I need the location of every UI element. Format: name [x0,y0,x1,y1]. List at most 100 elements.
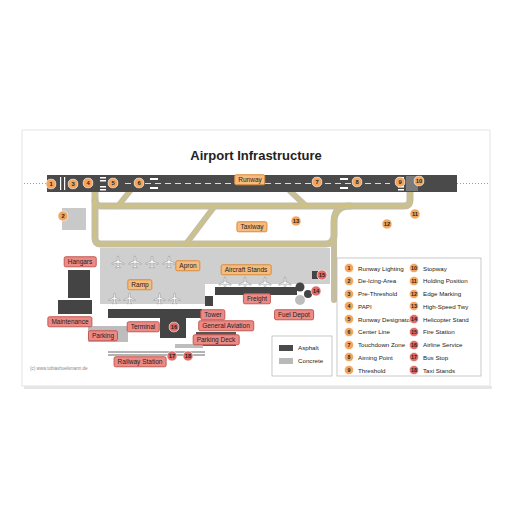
key-text: Holding Position [423,277,468,284]
area-label: Hangars [64,256,97,267]
legend-text: Concrete [298,357,323,364]
taxiway [95,191,350,244]
callout-circle [344,263,353,272]
area-label: Aircraft Stands [221,264,272,275]
callout-circle: 17 [167,351,178,362]
runway-markings [100,177,106,179]
runway-markings [340,187,348,189]
callout-circle: 18 [183,351,194,362]
callout-circle [409,314,418,323]
runway-markings [150,187,158,189]
area-label-text: Taxiway [240,223,263,230]
key-text: Edge Marking [423,290,461,297]
key-item: 18Taxi Stands [409,365,455,375]
callout-number-circle: 5 [344,314,354,324]
callout-number-circle: 4 [344,301,354,311]
runway [47,175,457,192]
legend-text: Asphalt [298,344,319,351]
callout-number-circle: 15 [409,327,419,337]
taxiway [118,191,334,300]
callout-circle [409,263,418,272]
callout-circle: 15 [317,270,328,281]
callout-number: 6 [344,327,354,337]
area-label-text: Ramp [131,281,148,288]
area-label: Railway Station [114,356,167,367]
callout-circle [409,276,418,285]
area-label: Taxiway [236,221,267,232]
taxiway [95,191,410,300]
aircraft [112,256,124,268]
key-text: Fire Station [423,328,455,335]
callout-number: 2 [58,211,69,222]
callout-circle [409,289,418,298]
callout-circle [344,289,353,298]
callout-circle: 3 [68,179,79,190]
callout-number-circle: 12 [409,289,419,299]
key-text: De-Icing-Area [358,277,396,284]
aircraft [109,293,120,304]
key-item: 13 High-Speed Twy [409,301,468,311]
callout-number-circle: 11 [409,276,419,286]
area-label-text: General Aviation [202,322,250,329]
callout-number-circle: 8 [344,352,354,362]
area-label: Parking [88,330,118,341]
callout-number: 14 [311,286,322,297]
copyright-note: (c) www.tobiashuelsmann.de [30,366,88,371]
callout-number: 13 [409,301,419,311]
callout-circle: 16 [169,322,180,333]
callout-number: 10 [414,176,425,187]
callout-number-circle: 18 [409,365,419,375]
runway-lights [457,183,488,184]
callout-number: 18 [409,365,419,375]
callout-number: 17 [409,352,419,362]
callout-circle [68,179,78,189]
key-text: PAPI [358,303,372,310]
callout-number: 5 [344,314,354,324]
buildings [205,296,213,306]
callout-circle [395,177,405,187]
callout-circle [317,270,327,280]
callout-circle [409,353,418,362]
buildings [160,318,186,338]
key-item: 12 Edge Marking [409,289,461,299]
buildings [58,270,318,346]
callout-circle [344,276,353,285]
callout-number-circle: 2 [344,276,354,286]
callout-circle [344,353,353,362]
key-item: 4 PAPI [344,301,372,311]
callout-number: 9 [344,365,354,375]
callout-number: 7 [344,340,354,350]
callout-number: 3 [68,179,79,190]
key-item: 7Touchdown Zone [344,340,405,350]
callout-number: 17 [167,351,178,362]
area-label-text: Maintenance [51,318,88,325]
callout-number: 16 [409,340,419,350]
callout-number: 4 [83,178,94,189]
callout-number: 16 [169,322,180,333]
callout-circle: 11 [410,209,421,220]
key-item: 2 De-Icing-Area [344,276,396,286]
area-label-text: Parking Deck [197,336,236,343]
area-label: General Aviation [198,320,254,331]
area-label: Maintenance [47,316,92,327]
callout-number: 4 [344,301,354,311]
callout-number: 8 [352,177,363,188]
callout-number: 7 [312,177,323,188]
key-text: High-Speed Twy [423,303,468,310]
callout-number-circle: 14 [409,314,419,324]
runway-markings [150,178,158,180]
callout-circle [382,219,392,229]
runway-markings [60,177,61,190]
legend-panel [272,336,332,376]
callout-circle [311,286,321,296]
taxiway [95,191,410,206]
runway-markings [340,178,348,180]
legend-swatch [279,345,293,351]
callout-number-circle: 7 [344,340,354,350]
callout-circle: 4 [83,178,94,189]
area-label-text: Tower [204,311,221,318]
key-item: 9Threshold [344,365,386,375]
poster-shadow [24,386,492,389]
callout-circle [409,340,418,349]
callout-circle [344,365,353,374]
